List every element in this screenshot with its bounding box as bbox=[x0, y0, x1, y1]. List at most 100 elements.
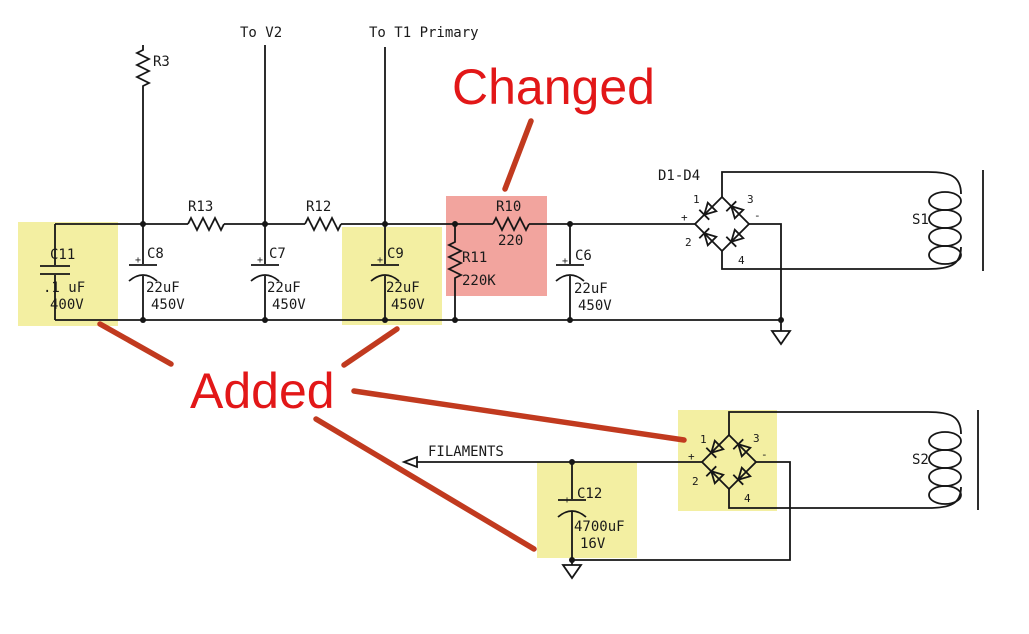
s1-coil-corner bbox=[927, 246, 962, 270]
bridge2-ac-bottom-wire bbox=[728, 489, 928, 509]
bridge1-diamond bbox=[693, 195, 751, 253]
junction-dot bbox=[452, 317, 458, 323]
wiring-layer bbox=[40, 45, 984, 579]
label-c8: C8 bbox=[147, 246, 164, 262]
label-r10: R10 bbox=[496, 199, 521, 215]
ground-symbol bbox=[771, 330, 791, 345]
s1-coil-loop bbox=[928, 191, 962, 211]
resistor-r13-symbol bbox=[187, 215, 225, 233]
resistor-r3-symbol bbox=[134, 45, 152, 224]
bridge1-pin2: 2 bbox=[685, 236, 692, 249]
bridge2-minus: - bbox=[761, 448, 768, 461]
filaments-arrow-icon bbox=[401, 455, 418, 469]
s2-coil-corner bbox=[927, 486, 962, 509]
s2-coil-loop bbox=[928, 467, 962, 487]
voltage-c7: 450V bbox=[272, 297, 306, 313]
junction-dot bbox=[569, 557, 575, 563]
added-pointer-line-bridge2 bbox=[351, 388, 687, 443]
capacitor-c11-symbol bbox=[40, 224, 70, 320]
junction-dot bbox=[567, 221, 573, 227]
polarity-c6: + bbox=[562, 256, 568, 267]
bridge1-minus: - bbox=[754, 209, 761, 222]
bridge1-ac-top-wire bbox=[721, 171, 928, 197]
junction-dot bbox=[262, 317, 268, 323]
capacitor-c9-symbol bbox=[370, 224, 400, 320]
junction-dot bbox=[382, 317, 388, 323]
label-c11: C11 bbox=[50, 247, 75, 263]
label-c9: C9 bbox=[387, 246, 404, 262]
highlight-c12-added bbox=[537, 462, 637, 558]
label-r3: R3 bbox=[153, 54, 170, 70]
junction-dot bbox=[567, 317, 573, 323]
bridge2-plus: + bbox=[688, 450, 695, 463]
net-label-filaments: FILAMENTS bbox=[428, 444, 504, 460]
bridge1-minus-wire bbox=[749, 223, 782, 331]
added-pointer-line-c9 bbox=[341, 326, 400, 368]
changed-annotation: Changed bbox=[452, 59, 655, 115]
junction-dot bbox=[140, 317, 146, 323]
bridge2-pin2: 2 bbox=[692, 475, 699, 488]
ground-symbol bbox=[562, 564, 582, 579]
voltage-c11: 400V bbox=[50, 297, 84, 313]
polarity-c9: + bbox=[377, 255, 383, 266]
net-label-to-v2: To V2 bbox=[240, 25, 282, 41]
voltage-c8: 450V bbox=[151, 297, 185, 313]
polarity-c8: + bbox=[135, 255, 141, 266]
capacitor-c12-symbol bbox=[557, 462, 587, 565]
s2-coil-loop bbox=[928, 431, 962, 451]
value-c11: .1 uF bbox=[43, 280, 85, 296]
added-annotation: Added bbox=[190, 363, 335, 419]
junction-dot bbox=[452, 221, 458, 227]
bridge2-minus-wire bbox=[572, 461, 791, 561]
bridge2-pin4: 4 bbox=[744, 492, 751, 505]
junction-dot bbox=[778, 317, 784, 323]
label-c7: C7 bbox=[269, 246, 286, 262]
polarity-c12: + bbox=[564, 495, 570, 506]
bridge2-pin1: 1 bbox=[700, 433, 707, 446]
junction-dot bbox=[569, 459, 575, 465]
junction-layer bbox=[140, 221, 784, 563]
s2-coil-loop bbox=[928, 485, 962, 505]
capacitor-c8-symbol bbox=[128, 224, 158, 320]
label-r12: R12 bbox=[306, 199, 331, 215]
junction-dot bbox=[140, 221, 146, 227]
bridge1-ac-bottom-wire bbox=[721, 251, 928, 270]
label-r11: R11 bbox=[462, 250, 487, 266]
label-c6: C6 bbox=[575, 248, 592, 264]
s1-coil-loop bbox=[928, 227, 962, 247]
value-c7: 22uF bbox=[267, 280, 301, 296]
bridge1-pin1: 1 bbox=[693, 193, 700, 206]
value-r11: 220K bbox=[462, 273, 496, 289]
s1-coil-loop bbox=[928, 209, 962, 229]
s2-coil-loop bbox=[928, 449, 962, 469]
s1-coil-loop bbox=[928, 245, 962, 265]
capacitor-c6-symbol bbox=[555, 224, 585, 320]
added-pointer-line-c12 bbox=[313, 416, 537, 552]
label-layer: To V2 To T1 Primary R3 R13 R12 R10 220 R… bbox=[43, 25, 929, 552]
annotation-lines-layer bbox=[97, 118, 687, 552]
resistor-r12-symbol bbox=[304, 215, 342, 233]
label-s2: S2 bbox=[912, 452, 929, 468]
value-c6: 22uF bbox=[574, 281, 608, 297]
highlight-r10-r11-changed bbox=[446, 196, 547, 296]
highlight-bridge2-added bbox=[678, 410, 777, 511]
label-c12: C12 bbox=[577, 486, 602, 502]
capacitor-c7-symbol bbox=[250, 224, 280, 320]
resistor-r10-symbol bbox=[492, 215, 530, 233]
bridge2-ac-top-wire bbox=[728, 411, 928, 435]
label-d1-d4: D1-D4 bbox=[658, 168, 700, 184]
resistor-r11-symbol bbox=[446, 224, 464, 320]
bridge1-pin4: 4 bbox=[738, 254, 745, 267]
junction-dot bbox=[262, 221, 268, 227]
s2-coil-corner bbox=[927, 411, 962, 435]
voltage-c6: 450V bbox=[578, 298, 612, 314]
bridge1-plus: + bbox=[681, 211, 688, 224]
junction-dot bbox=[382, 221, 388, 227]
bridge2-pin3: 3 bbox=[753, 432, 760, 445]
label-r13: R13 bbox=[188, 199, 213, 215]
label-s1: S1 bbox=[912, 212, 929, 228]
value-c9: 22uF bbox=[386, 280, 420, 296]
s1-coil-corner bbox=[927, 171, 962, 195]
bridge1-pin3: 3 bbox=[747, 193, 754, 206]
